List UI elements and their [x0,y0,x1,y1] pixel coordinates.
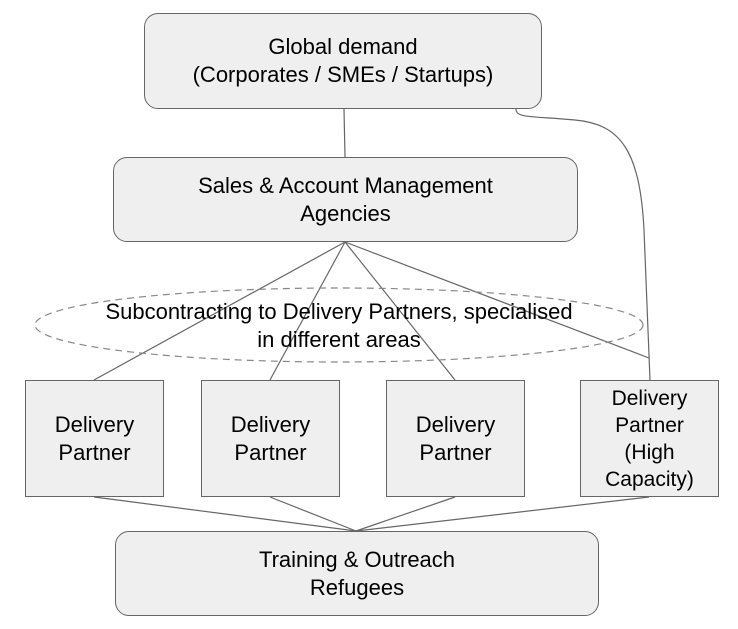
global-demand-line2: (Corporates / SMEs / Startups) [192,62,494,87]
delivery-partner-line4: Capacity) [605,467,694,491]
delivery-partner-high-capacity-box: Delivery Partner (High Capacity) [580,380,719,497]
delivery-partner-box: Delivery Partner [201,380,340,497]
connector-global-to-high-capacity [515,108,651,381]
subcontracting-ellipse [34,287,644,363]
connector-sales-to-dp1 [93,241,346,381]
delivery-partner-line2: Partner [615,413,684,437]
connector-dp1-to-training [93,496,357,532]
connector-sales-to-dp2 [269,241,346,381]
training-line2: Refugees [309,574,405,600]
delivery-partner-box: Delivery Partner [25,380,164,497]
sales-line2: Agencies [300,200,391,226]
connector-dp3-to-training [355,496,456,532]
connector-sales-to-dp4 [344,241,650,359]
subcontracting-label: Subcontracting to Delivery Partners, spe… [36,289,642,363]
global-demand-box: Global demand (Corporates / SMEs / Start… [144,13,542,109]
sales-agencies-box: Sales & Account Management Agencies [113,157,578,242]
connector-dp4-to-training [355,496,650,532]
connector-global-to-sales [343,108,346,158]
delivery-partner-line3: (High [624,440,675,464]
subcontracting-line1: Subcontracting to Delivery Partners, spe… [105,299,573,324]
training-line1: Training & Outreach [258,546,456,572]
global-demand-line1: Global demand [268,34,418,59]
delivery-partner-line1: Delivery [54,411,135,437]
delivery-partner-line2: Partner [234,439,307,465]
sales-line1: Sales & Account Management [198,172,493,198]
delivery-partner-line1: Delivery [415,411,496,437]
subcontracting-line2: in different areas [257,327,421,352]
delivery-partner-line2: Partner [419,439,492,465]
training-outreach-box: Training & Outreach Refugees [115,531,599,616]
delivery-partner-box: Delivery Partner [386,380,525,497]
delivery-partner-line1: Delivery [611,386,688,410]
connector-dp2-to-training [269,496,357,532]
delivery-partner-line1: Delivery [230,411,311,437]
connector-sales-to-dp3 [344,241,456,381]
delivery-partner-line2: Partner [58,439,131,465]
